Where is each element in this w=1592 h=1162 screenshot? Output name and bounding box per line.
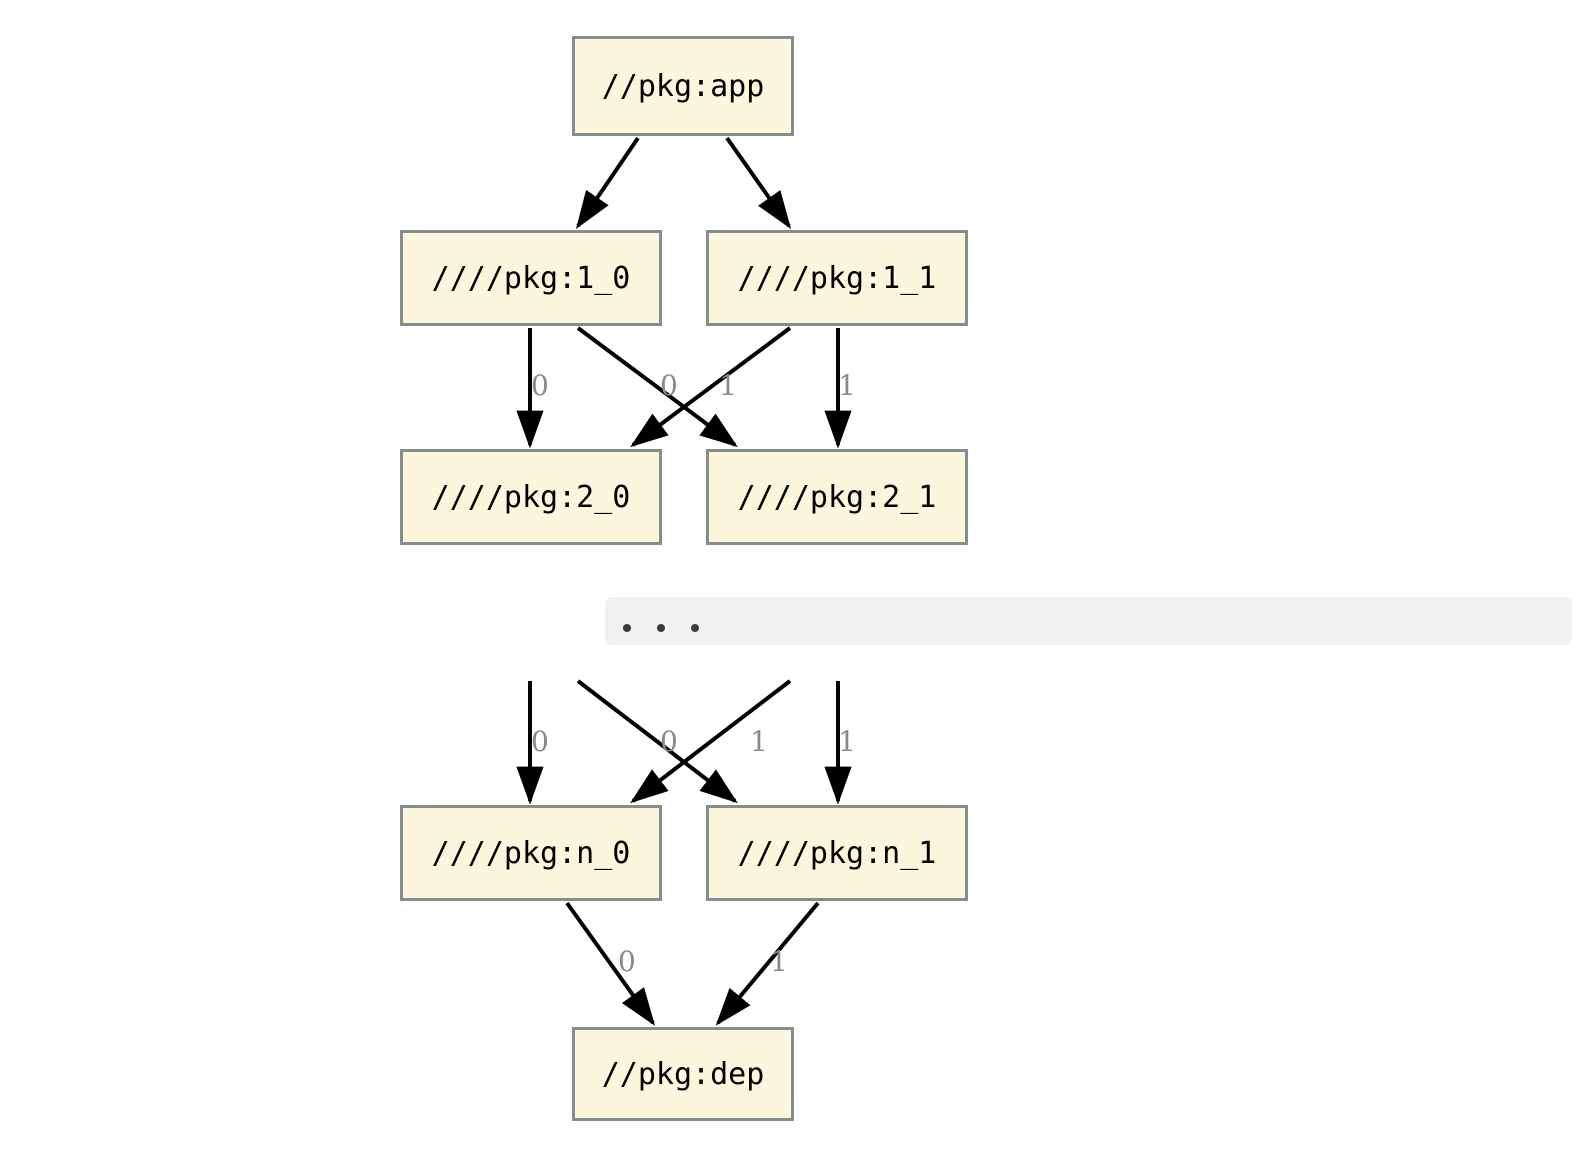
edge-label: 1: [770, 945, 788, 978]
edge-label: 1: [719, 369, 737, 402]
edge-label: 0: [531, 725, 549, 758]
edges-group: [516, 136, 852, 1026]
node-l1_1[interactable]: ////pkg:1_1: [706, 230, 968, 326]
node-l2_0[interactable]: ////pkg:2_0: [400, 449, 662, 545]
edge-ellipsis-to-ln_0: [630, 679, 792, 804]
node-app[interactable]: //pkg:app: [572, 36, 794, 136]
ellipsis-dot: [623, 624, 631, 632]
edge-label: 1: [838, 725, 856, 758]
edge-label: 0: [660, 725, 678, 758]
edge-label: 0: [660, 369, 678, 402]
node-ln_1[interactable]: ////pkg:n_1: [706, 805, 968, 901]
ellipsis-band: [605, 597, 1572, 645]
edge-l1_0-to-l2_1: [576, 326, 738, 448]
edge-l1_1-to-l2_0: [630, 326, 792, 448]
node-ln_0[interactable]: ////pkg:n_0: [400, 805, 662, 901]
edge-app-to-l1_0: [575, 136, 640, 229]
ellipsis-dot: [657, 624, 665, 632]
ellipsis-dot: [691, 624, 699, 632]
node-l2_1[interactable]: ////pkg:2_1: [706, 449, 968, 545]
edge-app-to-l1_1: [725, 136, 792, 229]
edge-ellipsis-to-ln_1: [576, 679, 738, 804]
edge-label: 0: [618, 945, 636, 978]
edge-label: 1: [750, 725, 768, 758]
edge-label: 0: [531, 369, 549, 402]
ellipsis-dots-icon: [605, 624, 699, 645]
node-l1_0[interactable]: ////pkg:1_0: [400, 230, 662, 326]
edge-ln_0-to-dep: [565, 901, 656, 1026]
edge-label: 1: [838, 369, 856, 402]
edge-ln_1-to-dep: [715, 901, 820, 1026]
node-dep[interactable]: //pkg:dep: [572, 1027, 794, 1121]
